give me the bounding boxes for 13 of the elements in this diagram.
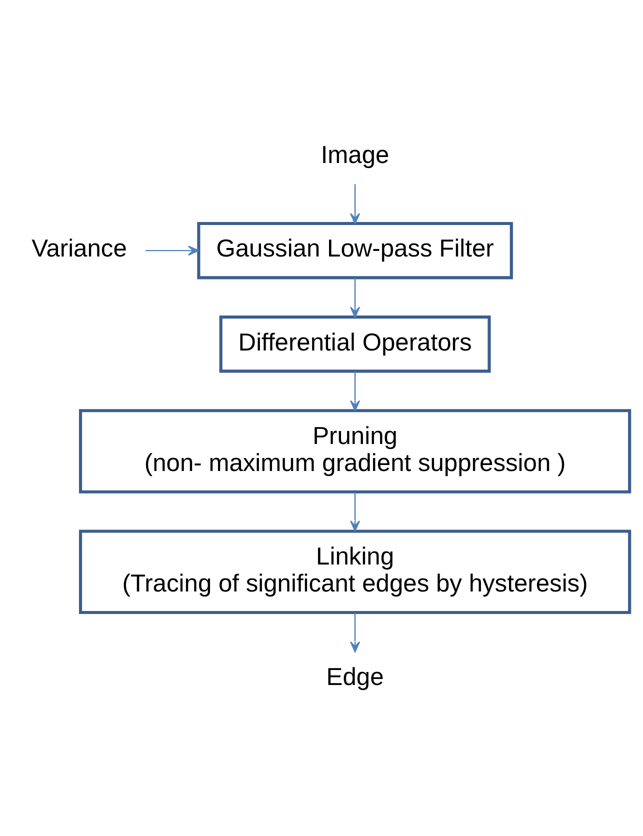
arrow [146,246,199,256]
arrow [350,371,360,412]
node-text: Image [320,142,390,170]
arrow [350,492,360,532]
node-text: Edge [326,664,384,692]
node-box: Differential Operators [219,316,491,373]
node-text: Variance [32,236,127,263]
arrow [350,184,360,224]
node-box: Pruning (non- maximum gradient suppression ) [78,409,632,494]
node-box: Linking (Tracing of significant edges by hysteresis) [78,530,632,614]
node-box: Gaussian Low-pass Filter [197,222,513,280]
arrow [350,612,360,652]
arrow [350,278,360,318]
